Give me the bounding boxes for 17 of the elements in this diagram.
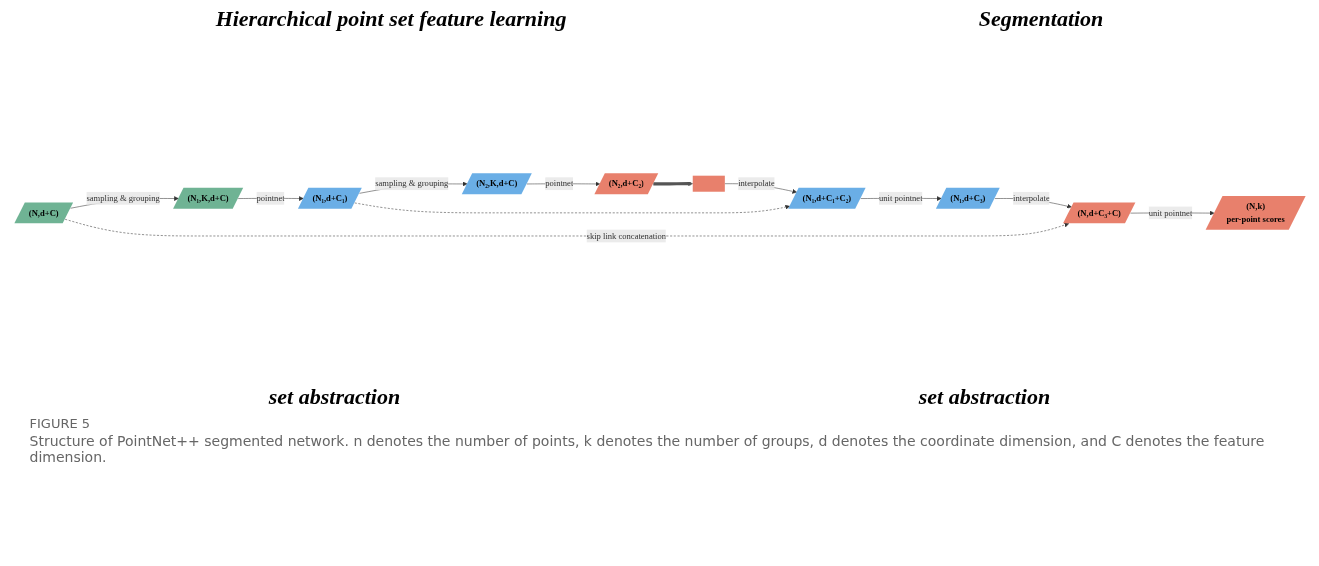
edge-label: pointnet <box>544 179 573 189</box>
figure-number: FIGURE 5 <box>29 416 91 431</box>
edge-label: unit pointnet <box>878 193 923 203</box>
edge-label: sampling & grouping <box>374 179 448 189</box>
caption: Structure of PointNet++ segmented network. n denotes the number of points, k denotes the number of groups, d denotes the coordinate dimension, and C denotes the feature dimension. <box>29 433 1265 465</box>
arrow <box>652 181 693 187</box>
edge-label: interpolate <box>737 179 775 189</box>
edge-label: pointnet <box>256 193 285 203</box>
section-heading: Segmentation <box>978 6 1104 32</box>
edge-label: sampling & grouping <box>85 193 160 203</box>
edge-label: skip link concatenation <box>586 231 666 241</box>
section-heading: Hierarchical point set feature learning <box>215 6 567 32</box>
edge-label: interpolate <box>1012 193 1050 203</box>
edge-label: unit pointnet <box>1148 208 1192 218</box>
bracket-label: set abstraction <box>268 384 401 410</box>
bracket-label: set abstraction <box>918 384 1051 410</box>
node-box <box>692 175 725 192</box>
